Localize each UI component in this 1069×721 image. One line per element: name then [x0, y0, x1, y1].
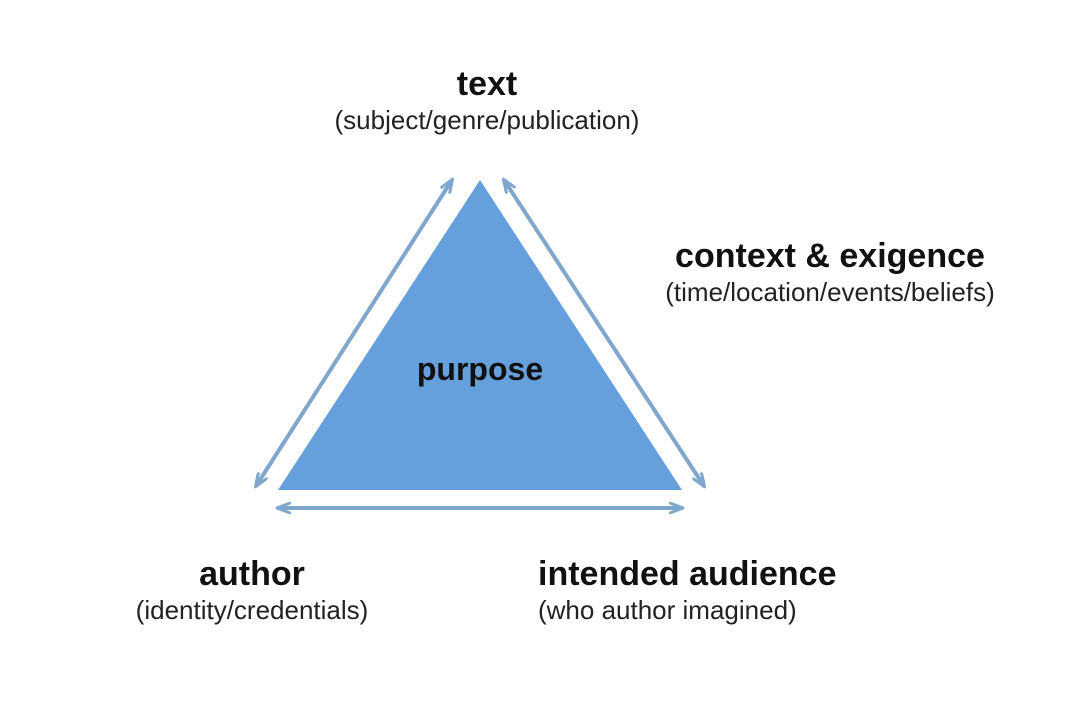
context-node-subtitle: (time/location/events/beliefs) — [665, 277, 995, 307]
context-node: context & exigence (time/location/events… — [620, 236, 1040, 308]
context-node-title: context & exigence — [675, 237, 985, 275]
purpose-triangle — [278, 180, 682, 490]
audience-node: intended audience (who author imagined) — [538, 554, 878, 626]
text-audience-arrow — [504, 180, 704, 486]
author-node-title: author — [199, 555, 305, 593]
author-node-subtitle: (identity/credentials) — [135, 595, 369, 625]
text-node-title: text — [456, 65, 518, 103]
text-node: text (subject/genre/publication) — [287, 64, 687, 136]
author-text-arrow — [256, 180, 452, 486]
author-node: author (identity/credentials) — [92, 554, 412, 626]
audience-node-title: intended audience — [538, 555, 837, 593]
text-node-subtitle: (subject/genre/publication) — [334, 105, 640, 135]
audience-node-subtitle: (who author imagined) — [538, 595, 797, 625]
purpose-label: purpose — [416, 351, 544, 387]
